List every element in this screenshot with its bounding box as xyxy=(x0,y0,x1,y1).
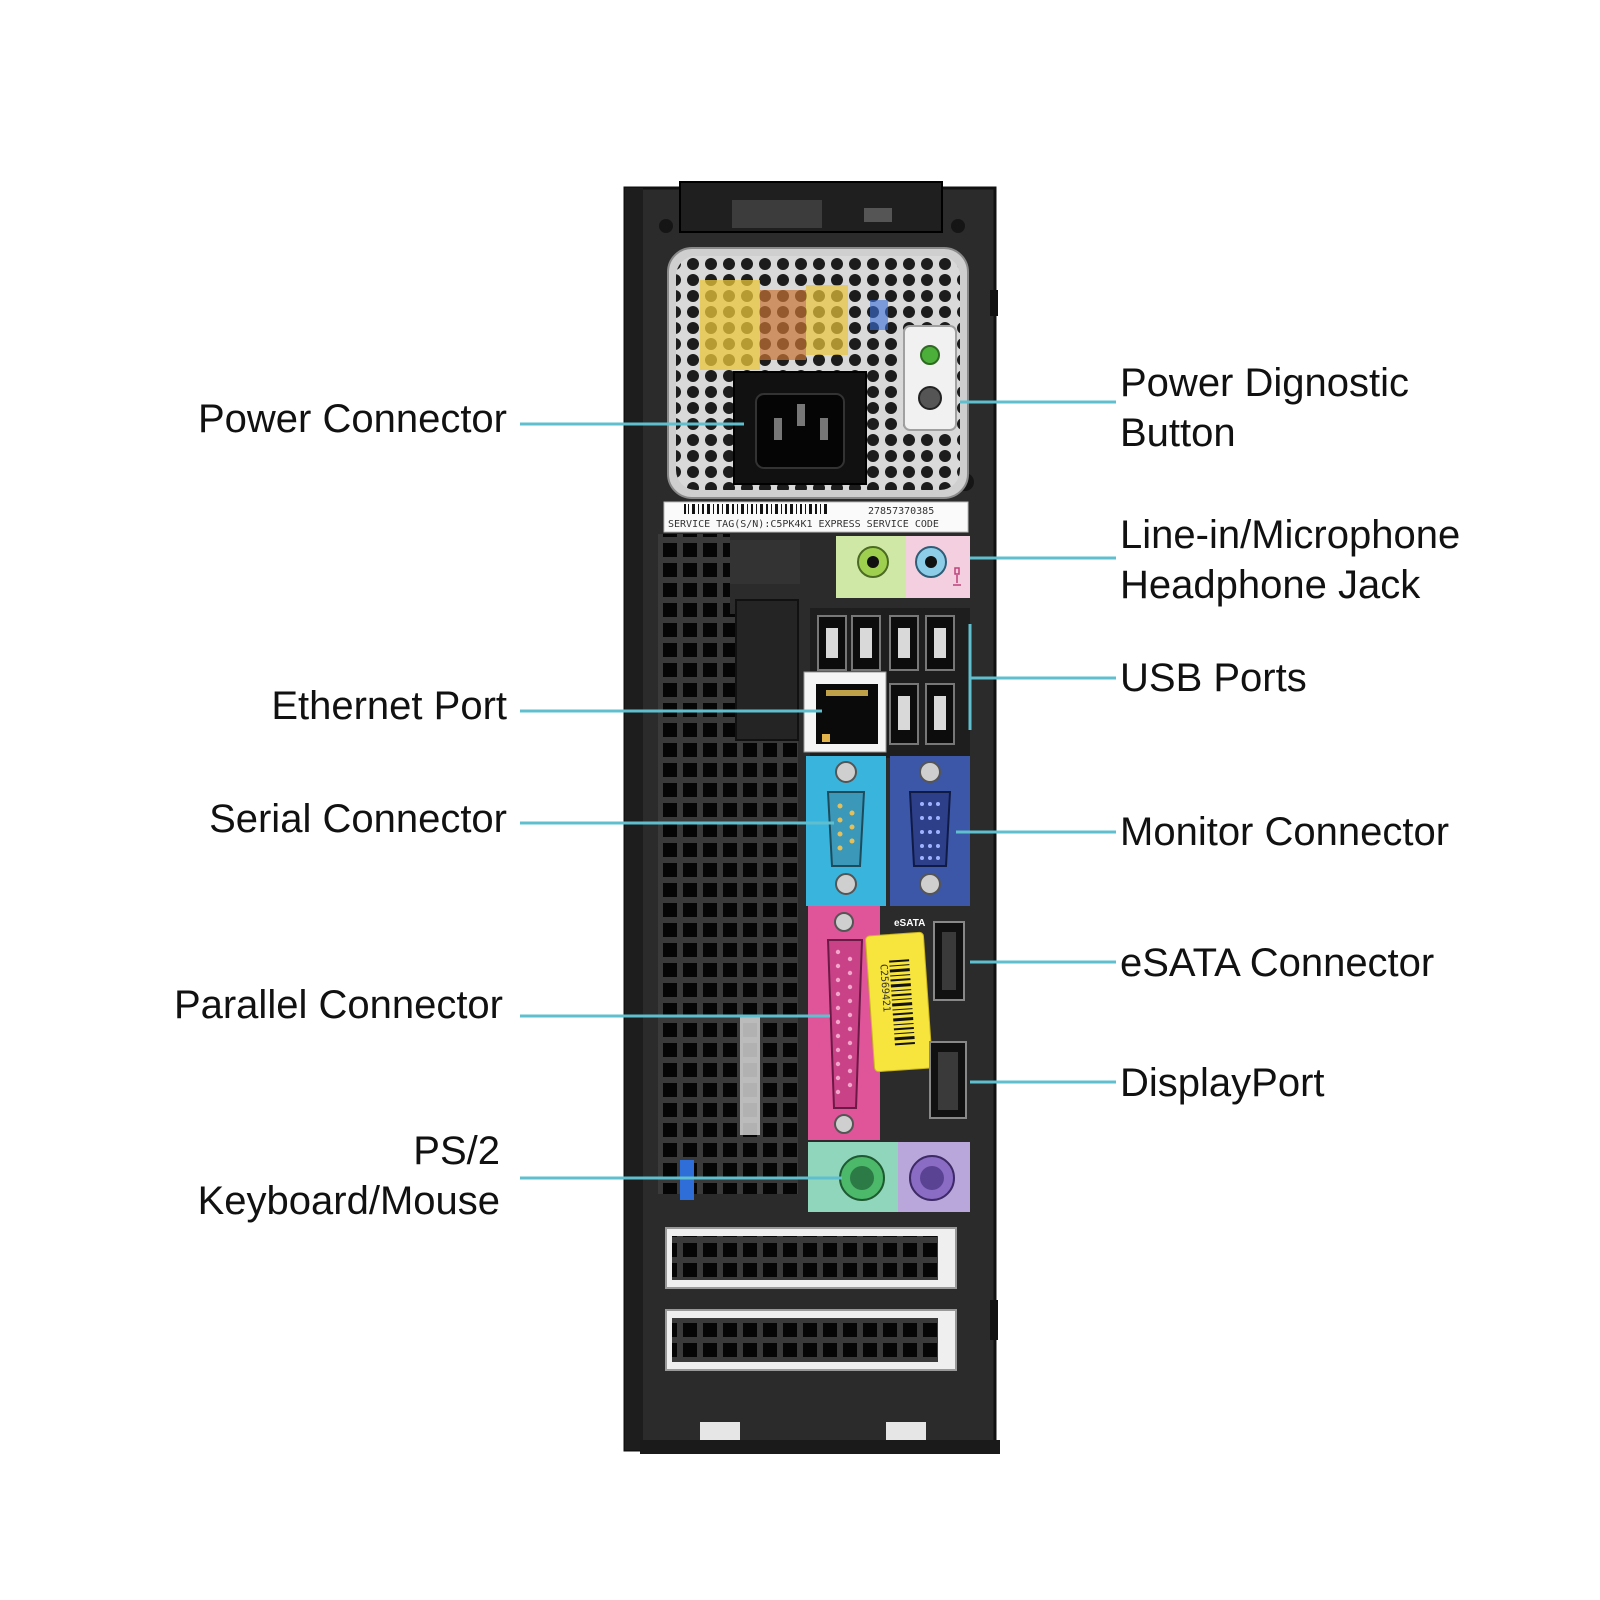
led-indicator xyxy=(920,345,940,365)
label-parallel-connector: Parallel Connector xyxy=(174,983,503,1027)
barcode-sticker: C2569421 xyxy=(865,931,933,1073)
serial-connector[interactable] xyxy=(806,756,886,906)
microphone-icon xyxy=(953,567,961,586)
ps2-mouse-port[interactable] xyxy=(839,1155,885,1201)
power-connector[interactable] xyxy=(733,371,867,485)
service-number-text: 27857370385 xyxy=(868,506,934,517)
service-tag-sticker: 27857370385 SERVICE TAG(S/N):C5PK4K1 EXP… xyxy=(663,501,969,533)
label-esata-connector: eSATA Connector xyxy=(1120,941,1434,985)
label-power-diagnostic-line2: Button xyxy=(1120,411,1236,455)
usb-port[interactable] xyxy=(889,615,919,671)
label-ps2-line1: PS/2 xyxy=(413,1129,500,1173)
label-ps2-line2: Keyboard/Mouse xyxy=(198,1179,500,1223)
label-power-diagnostic-line1: Power Dignostic xyxy=(1120,361,1409,405)
label-monitor-connector: Monitor Connector xyxy=(1120,810,1449,854)
usb-port[interactable] xyxy=(925,615,955,671)
displayport-connector[interactable] xyxy=(929,1041,967,1119)
usb-port[interactable] xyxy=(817,615,847,671)
label-ethernet-port: Ethernet Port xyxy=(271,684,507,728)
label-audio-line1: Line-in/Microphone xyxy=(1120,513,1460,557)
barcode-number-text: C2569421 xyxy=(877,964,891,1013)
label-audio-line2: Headphone Jack xyxy=(1120,563,1421,607)
ethernet-port[interactable] xyxy=(803,671,887,753)
barcode xyxy=(684,504,827,514)
esata-mark: eSATA xyxy=(894,918,925,929)
leader-lines xyxy=(520,400,1116,1180)
usb-port[interactable] xyxy=(925,683,955,745)
usb-port[interactable] xyxy=(889,683,919,745)
ps2-keyboard-port[interactable] xyxy=(909,1155,955,1201)
line-in-microphone-jack[interactable] xyxy=(915,546,947,578)
label-serial-connector: Serial Connector xyxy=(209,797,507,841)
callout-labels: Power Connector Power Dignostic Button L… xyxy=(174,361,1460,1223)
usb-port[interactable] xyxy=(851,615,881,671)
audio-ports xyxy=(836,536,970,598)
label-usb-ports: USB Ports xyxy=(1120,656,1307,700)
expansion-slot-covers xyxy=(665,1227,957,1371)
service-tag-text: SERVICE TAG(S/N):C5PK4K1 EXPRESS SERVICE… xyxy=(668,519,939,530)
power-diagnostic-button[interactable] xyxy=(903,325,957,431)
label-power-connector: Power Connector xyxy=(198,397,507,441)
vent-grille xyxy=(658,534,800,1200)
label-displayport: DisplayPort xyxy=(1120,1061,1325,1105)
line-out-jack[interactable] xyxy=(857,546,889,578)
esata-connector[interactable] xyxy=(933,921,965,1001)
